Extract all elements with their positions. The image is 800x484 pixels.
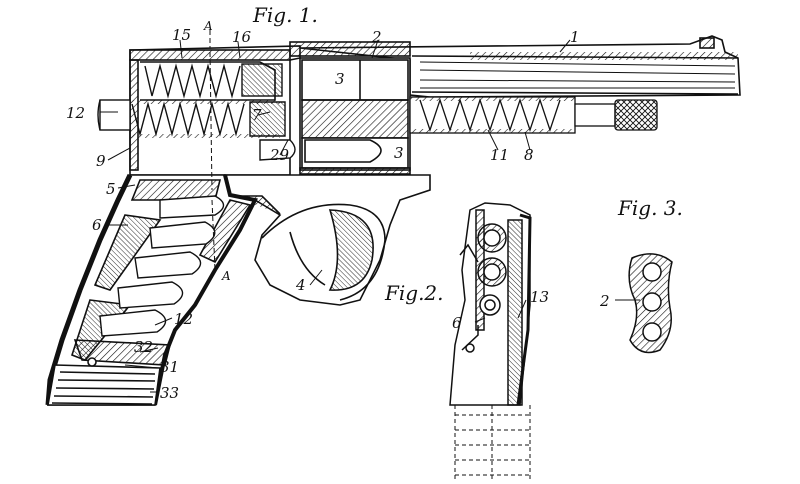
- callout-5: 5: [106, 180, 116, 198]
- magazine-base: [47, 339, 172, 406]
- guide-spring: [409, 96, 658, 134]
- leader-lines: [100, 39, 640, 393]
- knurled-knob: [614, 99, 658, 131]
- callout-6: 6: [92, 216, 102, 234]
- fig2-callout-6: 6: [452, 314, 462, 332]
- section-mark-top: A: [203, 19, 213, 33]
- callout-16: 16: [232, 28, 252, 46]
- callout-3-lower: 3: [394, 144, 404, 162]
- section-mark-bottom: A: [221, 269, 231, 283]
- callout-1: 1: [570, 28, 580, 46]
- callout-15: 15: [172, 26, 191, 44]
- fig1-pistol: [45, 30, 741, 406]
- callout-31: 31: [160, 358, 179, 376]
- callout-3-upper: 3: [335, 70, 345, 88]
- callout-33: 33: [160, 384, 179, 402]
- labels: Fig. 1. Fig.2. Fig. 3. A A 1 2 3 3 4 5 6…: [66, 3, 683, 402]
- callout-29: 29: [269, 146, 290, 164]
- cylinder: [299, 57, 411, 175]
- fig2-section: [449, 202, 532, 480]
- fig3-callout-2: 2: [599, 292, 610, 310]
- callout-32: 32: [134, 338, 153, 356]
- callout-4: 4: [295, 276, 306, 294]
- fig2-callout-13: 13: [530, 288, 549, 306]
- section-line-a: [209, 30, 216, 271]
- callout-12-lower: 12: [174, 310, 193, 328]
- callout-11: 11: [490, 146, 509, 164]
- fig3-plate: [628, 253, 673, 354]
- callout-12-upper: 12: [66, 104, 85, 122]
- lower-spring: [97, 99, 286, 138]
- fig2-title: Fig.2.: [384, 281, 444, 305]
- cartridges: [99, 139, 296, 337]
- trigger: [289, 209, 374, 291]
- callout-7: 7: [252, 106, 262, 124]
- callout-9: 9: [96, 152, 106, 170]
- callout-2: 2: [371, 28, 382, 46]
- fig1-title: Fig. 1.: [252, 3, 318, 27]
- callout-8: 8: [524, 146, 534, 164]
- fig3-title: Fig. 3.: [617, 196, 683, 220]
- upper-spring: [144, 63, 283, 99]
